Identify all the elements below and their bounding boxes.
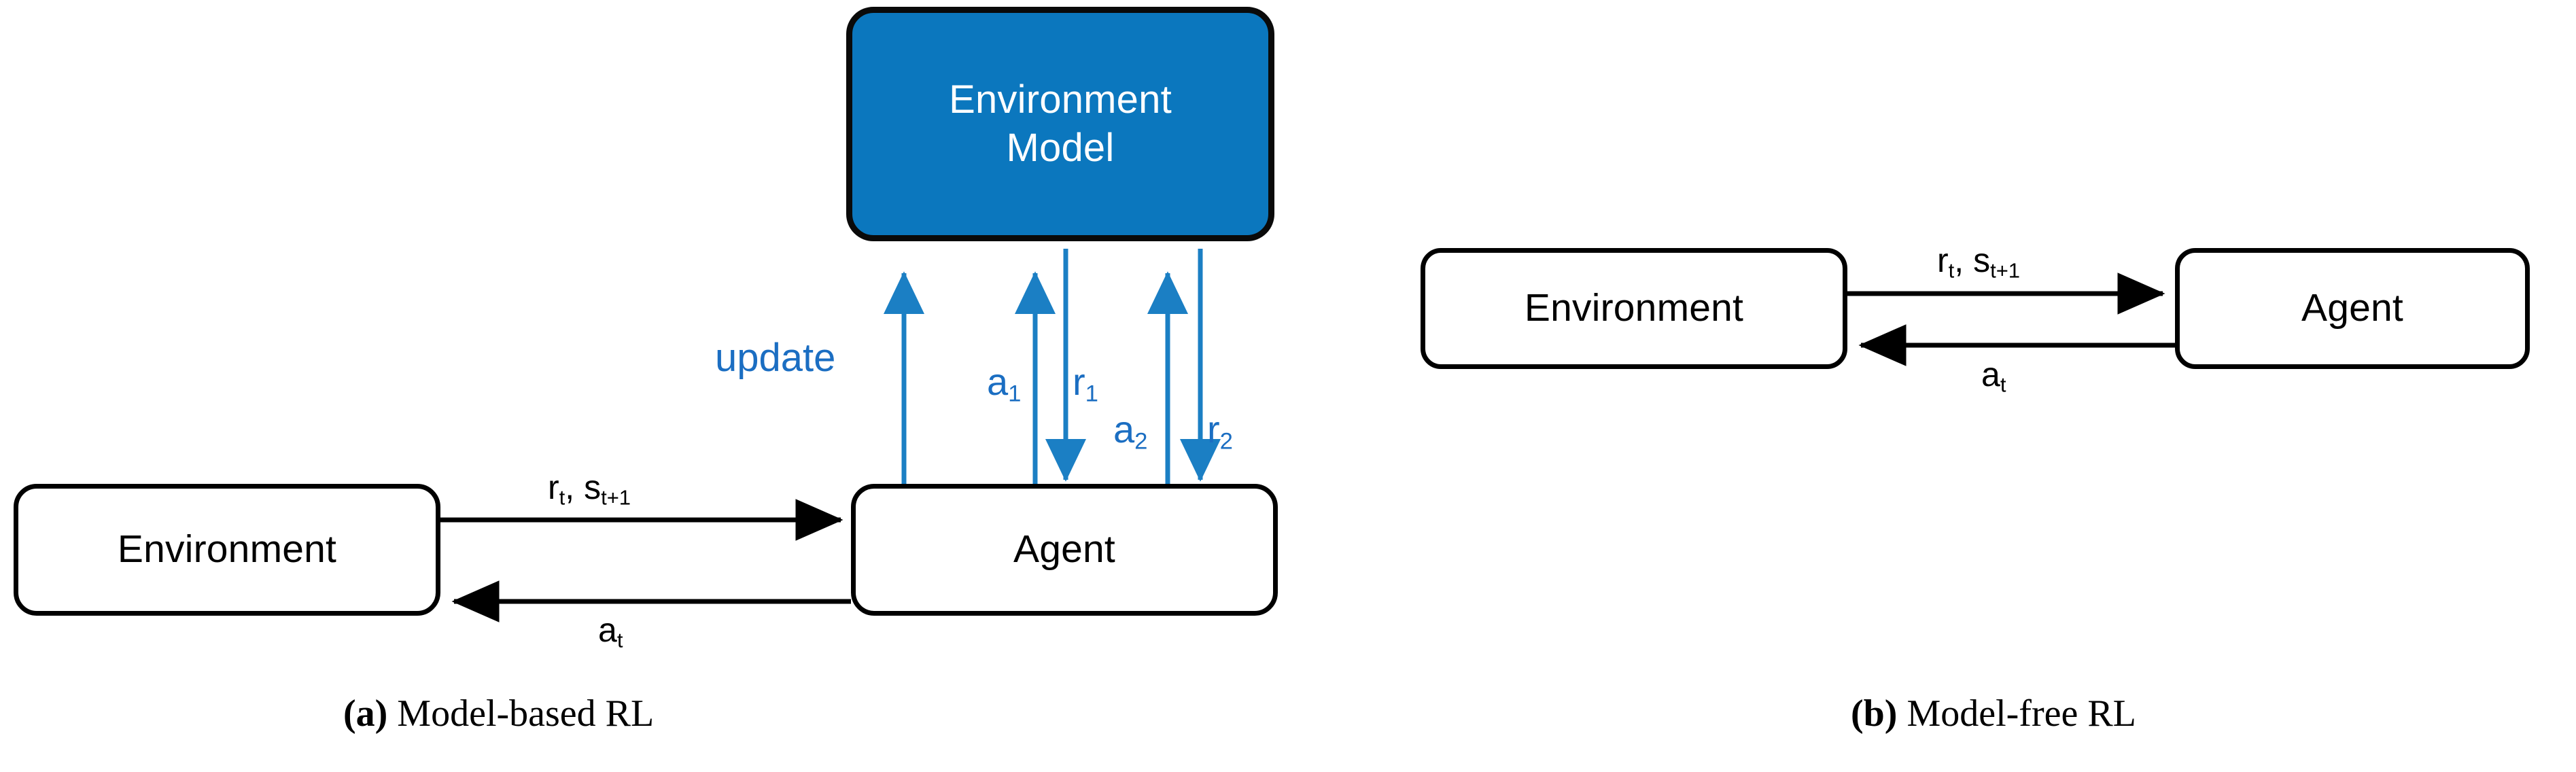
caption-panel-a-tag: (a) [343,692,388,735]
edge-label-r2: r2 [1207,408,1233,455]
caption-panel-b: (b) Model-free RL [1851,692,2136,735]
caption-panel-a: (a) Model-based RL [343,692,654,735]
caption-panel-b-tag: (b) [1851,692,1898,735]
node-environment-b-label: Environment [1524,286,1744,330]
node-environment-a[interactable]: Environment [14,484,440,616]
edge-label-update: update [715,336,836,380]
node-environment-b[interactable]: Environment [1421,248,1847,369]
edge-label-reward-state-a: rt, st+1 [548,468,631,510]
node-agent-b-label: Agent [2301,286,2403,330]
node-environment-model-label: Environment Model [949,77,1172,170]
edge-label-r1: r1 [1073,360,1098,407]
edge-label-action-b: at [1981,355,2006,397]
edge-label-a2: a2 [1113,408,1148,455]
caption-panel-a-text: Model-based RL [387,692,655,735]
edge-label-reward-state-b: rt, st+1 [1937,241,2021,283]
caption-panel-b-text: Model-free RL [1897,692,2136,735]
node-environment-a-label: Environment [117,527,337,572]
edge-label-a1: a1 [987,360,1022,407]
edge-label-action-a: at [598,611,623,652]
node-environment-model[interactable]: Environment Model [846,7,1274,241]
node-agent-a[interactable]: Agent [851,484,1278,616]
node-agent-b[interactable]: Agent [2175,248,2530,369]
node-agent-a-label: Agent [1013,527,1115,572]
